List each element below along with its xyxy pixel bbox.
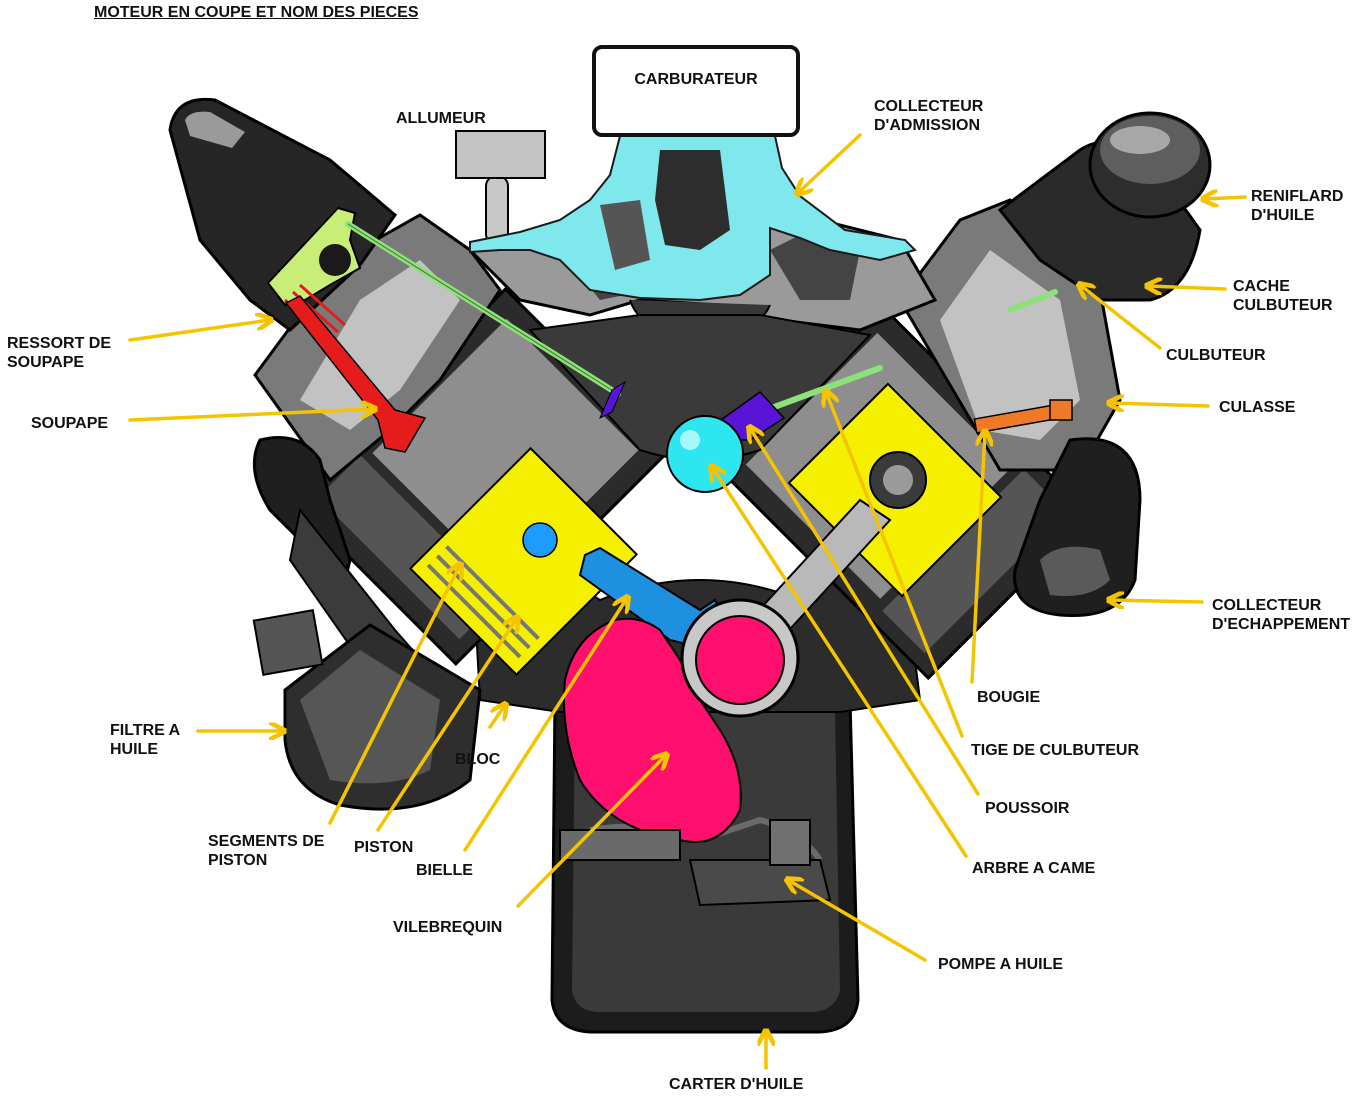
label-cache-culbuteur: CACHE CULBUTEUR xyxy=(1233,278,1333,314)
arrow-piston xyxy=(376,618,517,832)
label-culbuteur: CULBUTEUR xyxy=(1166,347,1266,364)
oil-pump xyxy=(688,859,832,907)
label-collecteur-admission: COLLECTEUR D'ADMISSION xyxy=(874,98,984,134)
distributor-shaft xyxy=(485,175,509,245)
arrow-collecteur-echappement xyxy=(1110,600,1204,602)
label-arbre-a-came: ARBRE A CAME xyxy=(972,860,1096,877)
label-filtre-huile: FILTRE A HUILE xyxy=(110,722,181,758)
lifter-left xyxy=(599,380,627,420)
label-bielle: BIELLE xyxy=(416,862,473,879)
oil-breather xyxy=(1088,111,1212,219)
label-carburateur: CARBURATEUR xyxy=(634,71,758,88)
arrow-bloc xyxy=(488,705,505,729)
label-soupape: SOUPAPE xyxy=(31,415,109,432)
arrow-culasse xyxy=(1110,403,1210,406)
label-allumeur: ALLUMEUR xyxy=(396,110,486,127)
arrow-bougie xyxy=(970,432,985,684)
arrow-reniflard xyxy=(1204,197,1247,199)
label-vilebrequin: VILEBREQUIN xyxy=(393,919,503,936)
pushrod-right-upper xyxy=(1007,289,1058,313)
arrow-ressort-soupape xyxy=(128,320,270,342)
crankshaft-journal xyxy=(695,615,785,705)
carburetor-box: CARBURATEUR xyxy=(592,45,800,137)
arrow-poussoir xyxy=(750,428,980,796)
arrow-soupape xyxy=(128,409,374,422)
label-bougie: BOUGIE xyxy=(977,689,1041,706)
leader-arrows xyxy=(128,133,1247,1070)
arrow-arbre-a-came xyxy=(712,467,968,858)
arrow-bielle xyxy=(463,598,627,852)
arrow-segments-piston xyxy=(328,565,460,825)
camshaft xyxy=(666,415,744,493)
arrow-culbuteur xyxy=(1080,285,1162,350)
label-ressort-soupape: RESSORT DE SOUPAPE xyxy=(7,335,112,371)
label-pompe-a-huile: POMPE A HUILE xyxy=(938,956,1064,973)
arrow-tige-culbuteur xyxy=(826,392,964,738)
distributor-cap xyxy=(455,130,546,179)
spark-plug-right xyxy=(973,399,1073,434)
valve-left xyxy=(284,295,427,453)
arrow-collecteur-admission xyxy=(798,133,862,193)
piston-pin-left xyxy=(522,522,558,558)
label-tige-culbuteur: TIGE DE CULBUTEUR xyxy=(971,742,1139,759)
page-title: MOTEUR EN COUPE ET NOM DES PIECES xyxy=(94,4,419,21)
label-piston: PISTON xyxy=(354,839,414,856)
label-segments-piston: SEGMENTS DE PISTON xyxy=(208,833,325,869)
label-reniflard: RENIFLARD D'HUILE xyxy=(1251,188,1344,224)
arrow-vilebrequin xyxy=(516,755,666,908)
label-bloc: BLOC xyxy=(455,751,501,768)
label-carter-huile: CARTER D'HUILE xyxy=(669,1076,804,1093)
label-collecteur-echappement: COLLECTEUR D'ECHAPPEMENT xyxy=(1212,597,1351,633)
arrow-cache-culbuteur xyxy=(1148,286,1227,289)
label-poussoir: POUSSOIR xyxy=(985,800,1070,817)
piston-left xyxy=(408,446,639,677)
arrow-pompe-a-huile xyxy=(788,880,927,962)
label-culasse: CULASSE xyxy=(1219,399,1296,416)
